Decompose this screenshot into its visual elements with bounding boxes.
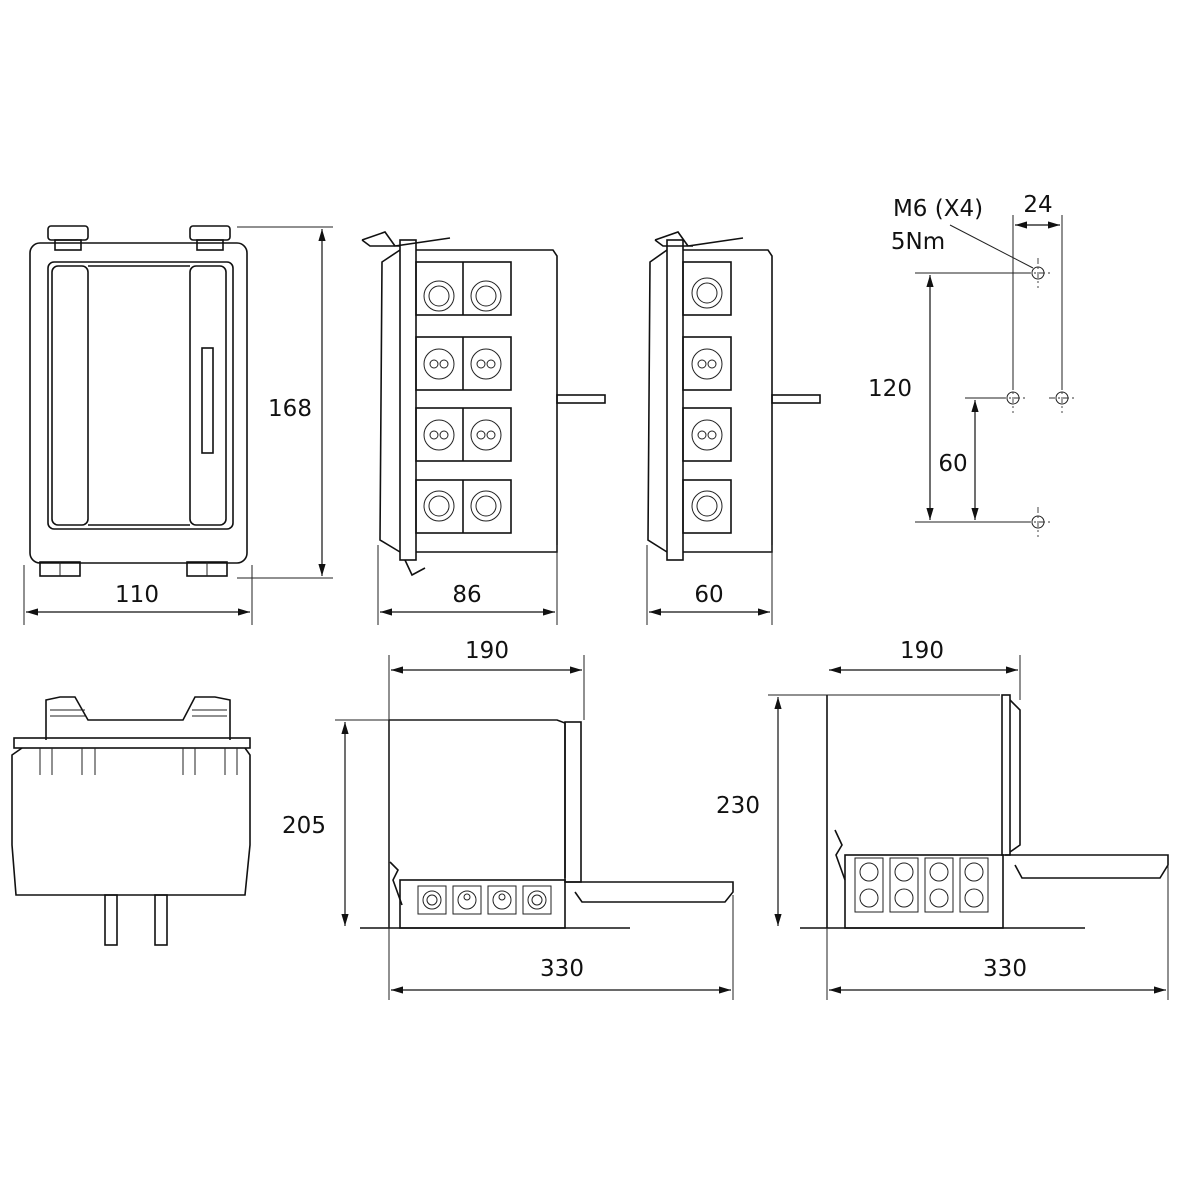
bottom-view — [11, 696, 251, 946]
height-label: 168 — [268, 396, 312, 422]
dimension-86: 86 — [377, 545, 558, 625]
spacing-120-label: 120 — [868, 376, 912, 402]
width-330-label-b: 330 — [983, 956, 1027, 982]
dimension-190-a: 190 — [388, 638, 585, 1000]
dimension-190-b: 190 — [829, 638, 1021, 700]
open-view-double-row — [800, 694, 1169, 929]
side-view-double — [361, 231, 606, 577]
depth-label-60: 60 — [694, 582, 723, 608]
dimension-230: 230 — [716, 694, 1000, 926]
spacing-60-label: 60 — [938, 451, 967, 477]
mounting-pattern: 24 M6 (X4) 5Nm 120 60 — [868, 192, 1075, 537]
depth-190-label-b: 190 — [900, 638, 944, 664]
dimension-330-a: 330 — [391, 895, 734, 1000]
width-330-label-a: 330 — [540, 956, 584, 982]
screw-label: M6 (X4) — [893, 196, 983, 222]
spacing-24-label: 24 — [1023, 192, 1052, 218]
depth-label-86: 86 — [452, 582, 481, 608]
open-view-single-row — [360, 719, 734, 929]
depth-190-label-a: 190 — [465, 638, 509, 664]
side-view-single — [647, 231, 821, 561]
dimension-110: 110 — [23, 565, 253, 625]
width-label: 110 — [115, 582, 159, 608]
dimension-205: 205 — [282, 719, 557, 926]
torque-label: 5Nm — [891, 229, 945, 255]
dimension-60-depth: 60 — [646, 545, 773, 625]
dimension-168: 168 — [237, 226, 333, 579]
height-230-label: 230 — [716, 793, 760, 819]
dimension-330-b: 330 — [826, 865, 1169, 1000]
mounting-hole-icon — [1006, 266, 1069, 529]
front-view — [29, 225, 248, 577]
height-205-label: 205 — [282, 813, 326, 839]
